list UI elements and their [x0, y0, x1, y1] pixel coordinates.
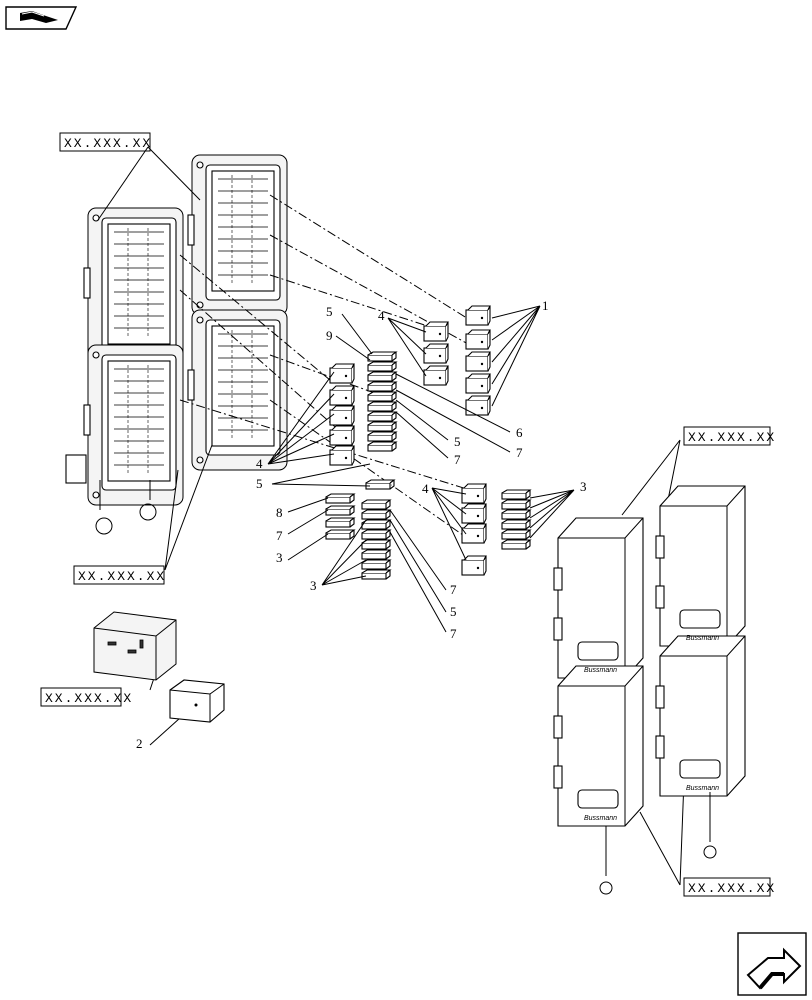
reference-box-right-bottom[interactable]: XX.XXX.XX [683, 877, 776, 897]
callout: 5 [326, 304, 333, 319]
callout: 7 [276, 528, 283, 543]
fuse-stack-small [325, 493, 355, 540]
callout: 4 [256, 456, 263, 471]
fuse-stack-3 [501, 489, 531, 550]
reference-box-top[interactable]: XX.XXX.XX [59, 132, 152, 152]
fuse-panel-group [65, 154, 288, 535]
reference-box-left-mid[interactable]: XX.XXX.XX [73, 565, 166, 585]
leader-lines [97, 146, 685, 886]
callout: 5 [450, 604, 457, 619]
svg-text:XX.XXX.XX: XX.XXX.XX [78, 569, 166, 584]
relay-stack-1 [465, 305, 491, 416]
svg-text:XX.XXX.XX: XX.XXX.XX [688, 881, 776, 896]
callout: 7 [516, 445, 523, 460]
fuse-single-5 [365, 479, 395, 490]
relay-stack-4a [423, 321, 449, 386]
brand-label: Bussmann [686, 635, 719, 642]
svg-text:XX.XXX.XX: XX.XXX.XX [45, 691, 133, 706]
callout-numbers: 1 2 3 3 3 4 4 4 5 5 5 5 6 7 7 7 7 7 8 9 [136, 298, 587, 751]
relay-stack-4c [461, 483, 487, 576]
callout: 8 [276, 505, 283, 520]
callout: 7 [450, 626, 457, 641]
callout: 1 [542, 298, 549, 313]
bussmann-boxes [553, 485, 746, 895]
reference-box-left-low[interactable]: XX.XXX.XX [40, 687, 133, 707]
callout: 4 [378, 308, 385, 323]
svg-text:XX.XXX.XX: XX.XXX.XX [64, 136, 152, 151]
relay-2 [169, 679, 225, 723]
book-page-icon[interactable] [5, 6, 78, 30]
relay-socket [93, 611, 177, 681]
callout: 2 [136, 736, 143, 751]
callout: 4 [422, 481, 429, 496]
fuse-stack-lower [361, 499, 391, 580]
callout: 5 [256, 476, 263, 491]
next-page-arrow-icon[interactable] [737, 932, 807, 996]
brand-label: Bussmann [584, 667, 617, 674]
brand-label: Bussmann [584, 815, 617, 822]
svg-text:XX.XXX.XX: XX.XXX.XX [688, 430, 776, 445]
callout: 9 [326, 328, 333, 343]
callout: 3 [276, 550, 283, 565]
callout: 6 [516, 425, 523, 440]
callout: 3 [310, 578, 317, 593]
callout: 5 [454, 434, 461, 449]
callout: 3 [580, 479, 587, 494]
callout: 7 [450, 582, 457, 597]
fuse-stack-upper [367, 351, 397, 452]
brand-label: Bussmann [686, 785, 719, 792]
callout: 7 [454, 452, 461, 467]
reference-box-right-top[interactable]: XX.XXX.XX [683, 426, 776, 446]
